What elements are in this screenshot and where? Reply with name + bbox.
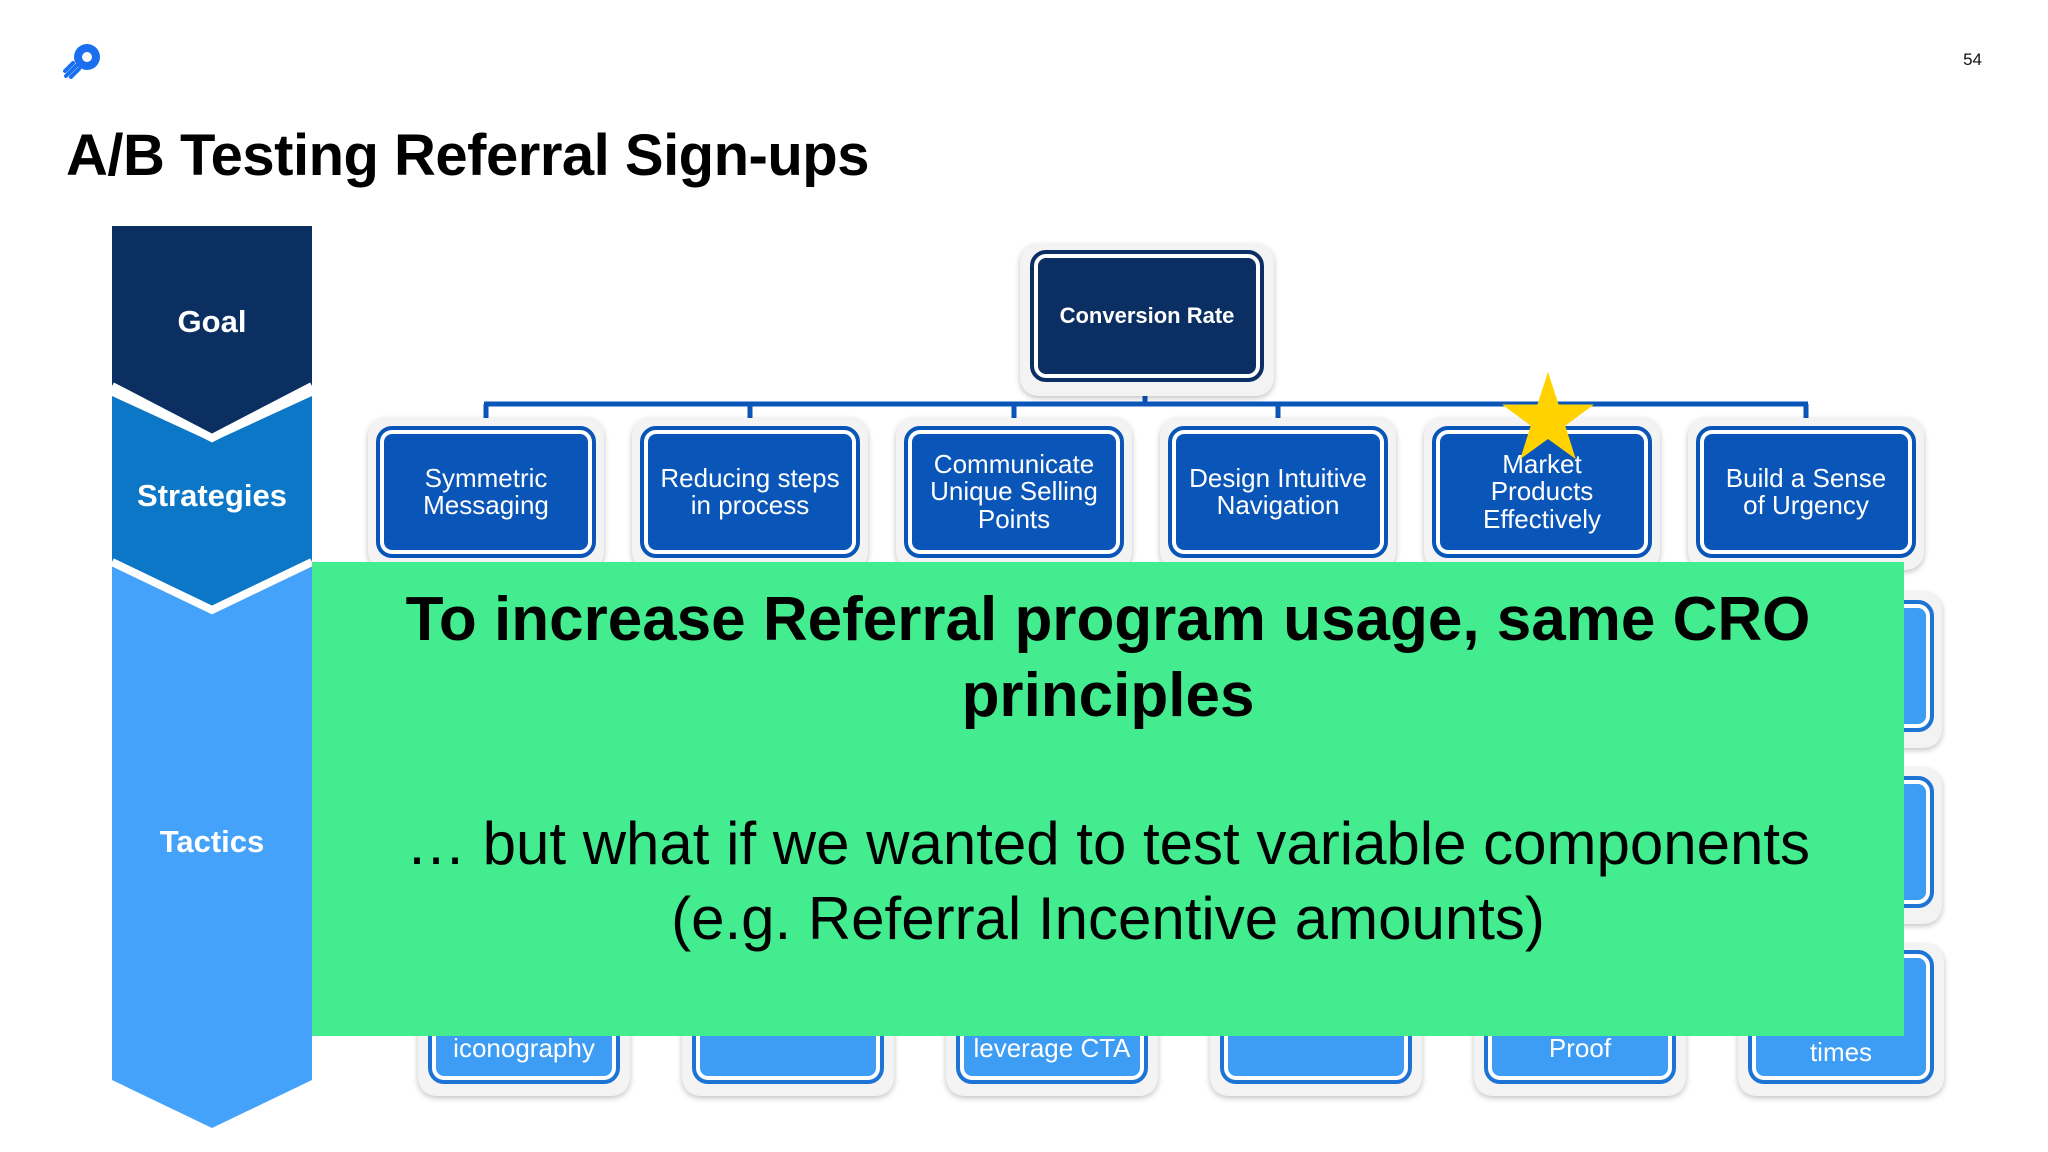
strategy-node-symmetric-messaging: Symmetric Messaging xyxy=(376,426,596,558)
page-title: A/B Testing Referral Sign-ups xyxy=(66,123,869,188)
star-icon xyxy=(1502,371,1594,460)
callout-overlay: To increase Referral program usage, same… xyxy=(312,562,1904,1036)
stage-tactics-label: Tactics xyxy=(159,824,265,859)
page-number: 54 xyxy=(1963,50,1982,69)
strategy-node-market-products: Market Products Effectively xyxy=(1432,426,1652,558)
goal-node-conversion-rate: Conversion Rate xyxy=(1030,250,1264,382)
strategy-node-unique-selling-points: Communicate Unique Selling Points xyxy=(904,426,1124,558)
strategy-node-intuitive-navigation: Design Intuitive Navigation xyxy=(1168,426,1388,558)
stage-goal-label: Goal xyxy=(177,304,247,339)
stage-strategies-label: Strategies xyxy=(137,478,287,513)
strategy-node-reducing-steps: Reducing steps in process xyxy=(640,426,860,558)
strategy-node-sense-of-urgency: Build a Sense of Urgency xyxy=(1696,426,1916,558)
overlay-body: … but what if we wanted to test variable… xyxy=(405,810,1811,952)
rocket-logo-icon xyxy=(63,44,100,79)
overlay-headline: To increase Referral program usage, same… xyxy=(405,585,1811,730)
